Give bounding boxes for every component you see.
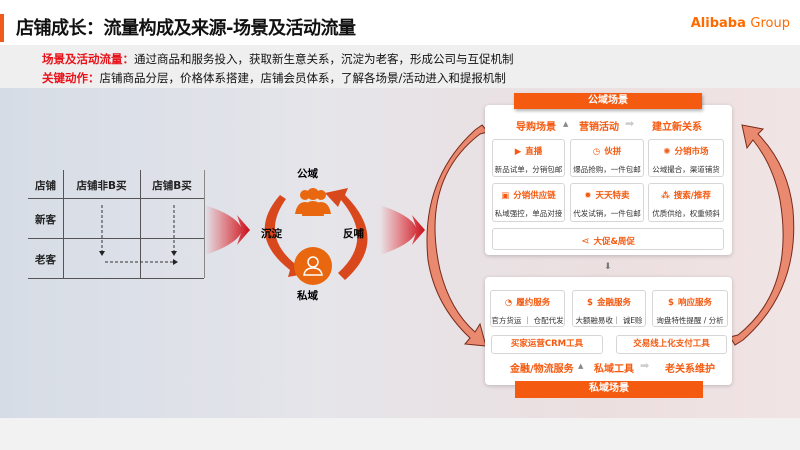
payment-tool-button[interactable]: 交易线上化支付工具 [616,335,727,354]
card-subtitle: 爆品抢购，一件包邮 [573,165,641,174]
cycle-settle-label: 沉淀 [261,228,282,240]
footer-band [0,418,800,450]
left-loop-arrow [426,124,489,347]
scene-card-search[interactable]: ⁂搜索/推荐优质供给，权重倾斜 [648,183,724,222]
cycle-private-label: 私域 [297,290,318,302]
play-icon: ▶ [514,147,522,157]
scene-card-supply-chain[interactable]: ▣分销供应链私域强控，单品对接 [492,183,565,222]
service-card-response[interactable]: $响应服务询盘特性提醒 / 分析 [652,290,728,327]
flow-arrow-icon [380,205,425,255]
share-icon: ⋖ [581,236,590,247]
money-bag-icon: $ [668,298,674,308]
promo-bar[interactable]: ⋖大促&周促 [492,228,724,250]
page-title: 店铺成长：流量构成及来源-场景及活动流量 [16,18,356,39]
summary-text: 通过商品和服务投入，获取新生意关系，沉淀为老客，形成公司与互促机制 [134,52,514,66]
down-arrow-icon: ⬇ [604,262,612,272]
logo-text: Alibaba [690,16,746,31]
flow-arrow-icon [205,205,250,255]
promo-label: 大促&周促 [593,237,635,247]
alibaba-logo: Alibaba Group [691,16,790,31]
network-icon: ✺ [663,147,671,157]
summary-label: 场景及活动流量： [42,52,134,66]
cycle-arrows [264,188,368,280]
card-subtitle: 新品试单，分销包邮 [494,165,563,174]
card-subtitle: 大额融易收｜ 诚E赊 [575,316,643,325]
clock-badge-icon: ◔ [504,298,513,308]
scene-card-group-buy[interactable]: ◷伙拼爆品抢购，一件包邮 [570,139,644,177]
flow-step: 建立新关系 [652,122,702,133]
summary-line-2: 关键动作：店铺商品分层，价格体系搭建，店铺会员体系，了解各场景/活动进入和提报机… [42,70,506,86]
logo-suffix: Group [750,16,790,31]
crm-tool-button[interactable]: 买家运营CRM工具 [491,335,603,354]
search-nodes-icon: ⁂ [661,191,670,201]
matrix-col: 店铺非B买 [76,180,127,192]
card-title: 伙拼 [604,147,622,157]
card-subtitle: 公域撮合，渠道铺货 [652,165,720,174]
service-card-finance[interactable]: $金融服务大额融易收｜ 诚E赊 [572,290,646,327]
matrix-corner: 店铺 [35,180,56,192]
summary-line-1: 场景及活动流量：通过商品和服务投入，获取新生意关系，沉淀为老客，形成公司与互促机… [42,51,514,67]
up-arrow-icon: ▲ [563,120,569,128]
matrix-row: 老客 [35,254,56,266]
card-title: 直播 [525,147,543,157]
card-subtitle: 私域强控，单品对接 [494,209,563,218]
money-bag-icon: $ [587,298,593,308]
card-subtitle: 代发试销，一件包邮 [573,209,641,218]
summary-band [0,45,800,88]
hierarchy-icon: ▣ [501,191,510,201]
group-users-icon [295,188,331,216]
card-title: 搜索/推荐 [673,191,711,201]
right-loop-arrow [729,124,795,346]
up-arrow-icon: ▲ [578,362,584,370]
service-card-fulfillment[interactable]: ◔履约服务官方货运 ｜ 仓配代发 [490,290,565,327]
summary-text: 店铺商品分层，价格体系搭建，店铺会员体系，了解各场景/活动进入和提报机制 [99,71,506,85]
badge-icon: ✹ [584,191,592,201]
right-arrow-icon: ➡ [625,117,635,130]
card-subtitle: 询盘特性提醒 / 分析 [656,316,724,325]
private-scene-header: 私域场景 [515,381,703,398]
migration-arrows [99,205,178,265]
scene-card-live[interactable]: ▶直播新品试单，分销包邮 [492,139,565,177]
card-title: 金融服务 [596,298,631,308]
public-scene-header: 公域场景 [514,93,702,109]
scene-card-daily-sale[interactable]: ✹天天特卖代发试销，一件包邮 [570,183,644,222]
matrix-row: 新客 [35,214,56,226]
card-subtitle: 官方货运 ｜ 仓配代发 [491,316,564,325]
card-title: 分销市场 [674,147,709,157]
summary-label: 关键动作： [42,71,100,85]
flow-step: 私域工具 [594,364,634,375]
flow-step: 营销活动 [579,122,619,133]
user-circle-icon [294,247,332,285]
flow-step: 老关系维护 [665,364,715,375]
card-title: 天天特卖 [595,191,630,201]
right-arrow-icon: ➡ [640,359,650,372]
card-title: 响应服务 [677,298,712,308]
card-title: 履约服务 [516,298,551,308]
clock-icon: ◷ [592,147,601,157]
flow-step: 导购场景 [516,122,556,133]
customer-matrix: 店铺 店铺非B买 店铺B买 新客 老客 [28,170,208,280]
matrix-col: 店铺B买 [152,180,192,192]
scene-card-distribution-market[interactable]: ✺分销市场公域撮合，渠道铺货 [648,139,724,177]
card-subtitle: 优质供给，权重倾斜 [652,209,720,218]
flow-step: 金融/物流服务 [510,364,574,375]
card-title: 分销供应链 [513,191,556,201]
cycle-feedback-label: 反哺 [343,228,364,240]
title-accent-bar [0,14,4,42]
cycle-public-label: 公域 [297,168,318,180]
